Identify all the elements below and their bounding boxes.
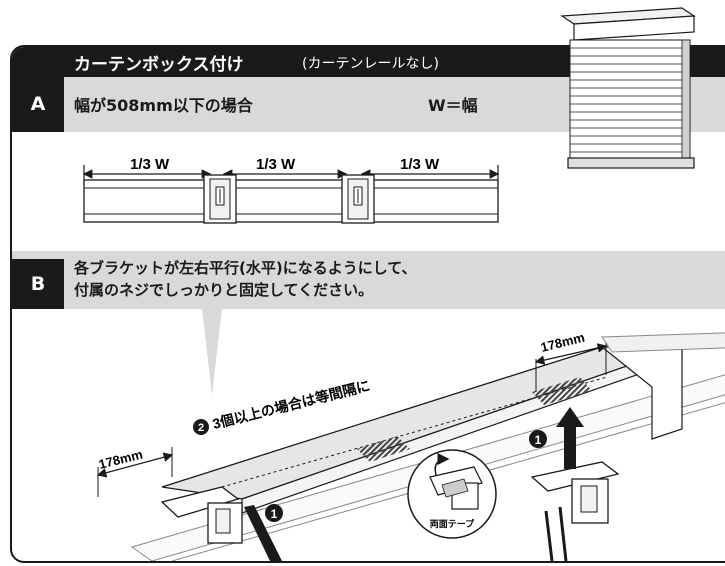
page-title: カーテンボックス付け <box>74 55 244 75</box>
step-marker-right-circle <box>529 430 547 448</box>
section-a-label: A <box>12 77 64 132</box>
dimension-left <box>96 452 174 478</box>
slide-arrow-left <box>244 505 282 561</box>
w-definition: W＝幅 <box>428 96 478 115</box>
section-b-instruction: 各ブラケットが左右平行(水平)になるようにして、 付属のネジでしっかりと固定して… <box>74 257 417 301</box>
up-arrow-shaft <box>564 425 576 469</box>
dimension-right <box>534 343 608 365</box>
instruction-line-2: 付属のネジでしっかりと固定してください。 <box>74 281 374 299</box>
callout-pointer <box>202 309 222 395</box>
instruction-line-1: 各ブラケットが左右平行(水平)になるようにして、 <box>74 259 417 277</box>
screws <box>544 506 568 561</box>
tape-strip <box>441 478 469 498</box>
up-arrow-head <box>556 407 584 427</box>
note-marker-circle <box>193 419 209 435</box>
step-marker-left-circle <box>265 504 283 522</box>
section-a-rail-diagram: 1/3 W 1/3 W 1/3 W <box>82 156 500 224</box>
spacing-label-1: 1/3 W <box>130 156 170 173</box>
step-marker-left: 1 <box>271 507 278 521</box>
diagram-canvas: 1/3 W 1/3 W 1/3 W <box>82 156 725 561</box>
dimension-left-label: 178mm <box>97 447 144 472</box>
page-subtitle: (カーテンレールなし) <box>302 56 439 72</box>
hatch-right <box>532 377 592 405</box>
tape-label: 両面テープ <box>430 518 475 529</box>
spacing-label-2: 1/3 W <box>256 156 296 173</box>
section-a-condition: 幅が508mm以下の場合 <box>74 96 253 115</box>
dimension-right-label: 178mm <box>539 330 586 355</box>
section-b-illustration: 178mm 178mm 2 3個以上の場合は等間隔に 1 <box>96 330 725 561</box>
pleated-blind-illustration <box>560 7 696 169</box>
bracket-left-a <box>203 174 237 224</box>
bracket-right-b <box>530 461 620 524</box>
step-marker-right: 1 <box>535 433 542 447</box>
note-marker: 2 <box>198 422 204 434</box>
note-text: 3個以上の場合は等間隔に <box>211 377 372 432</box>
bracket-right-a <box>341 174 375 224</box>
rail-body <box>83 179 499 223</box>
hatch-center <box>357 436 410 462</box>
spacing-label-3: 1/3 W <box>400 156 440 173</box>
bracket-left-b <box>160 486 243 544</box>
section-b-label: B <box>12 259 64 309</box>
section-b-header: B 各ブラケットが左右平行(水平)になるようにして、 付属のネジでしっかりと固定… <box>12 251 725 309</box>
